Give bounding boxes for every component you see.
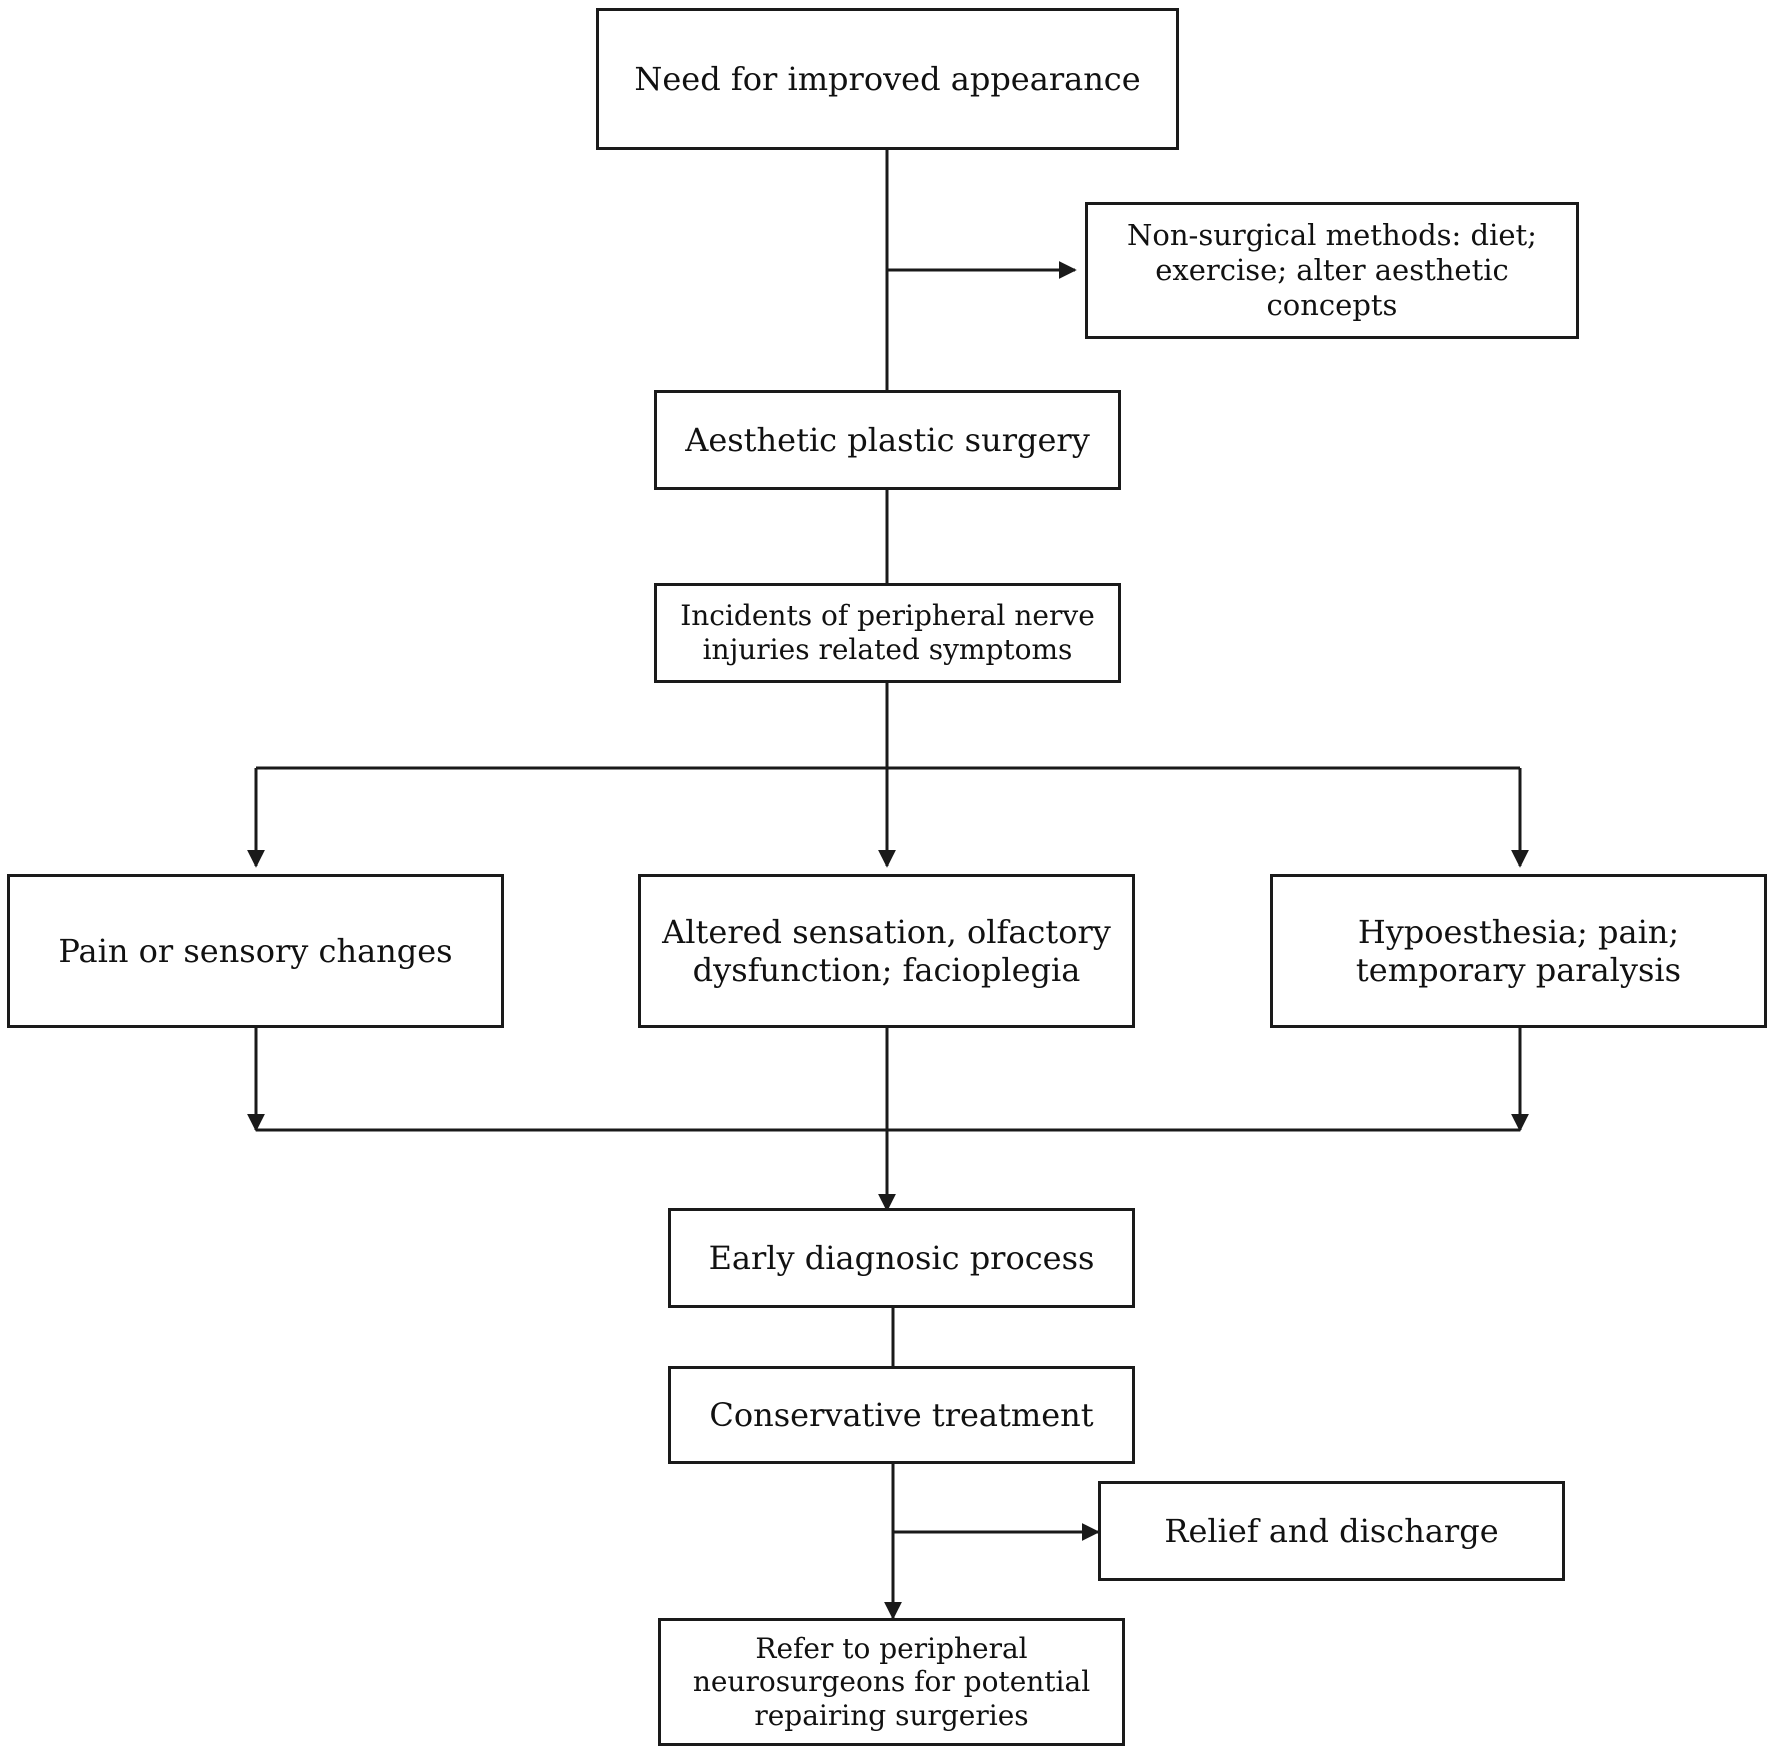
node-nonsurgical: Non-surgical methods: diet; exercise; al… — [1085, 202, 1579, 339]
node-relief: Relief and discharge — [1098, 1481, 1565, 1581]
node-pain: Pain or sensory changes — [7, 874, 504, 1028]
node-altered: Altered sensation, olfactory dysfunction… — [638, 874, 1135, 1028]
node-refer: Refer to peripheral neurosurgeons for po… — [658, 1618, 1125, 1746]
node-aesthetic: Aesthetic plastic surgery — [654, 390, 1121, 490]
node-incidents: Incidents of peripheral nerve injuries r… — [654, 583, 1121, 683]
node-early: Early diagnosic process — [668, 1208, 1135, 1308]
node-hypo: Hypoesthesia; pain; temporary paralysis — [1270, 874, 1767, 1028]
node-conservative: Conservative treatment — [668, 1366, 1135, 1464]
node-need: Need for improved appearance — [596, 8, 1179, 150]
